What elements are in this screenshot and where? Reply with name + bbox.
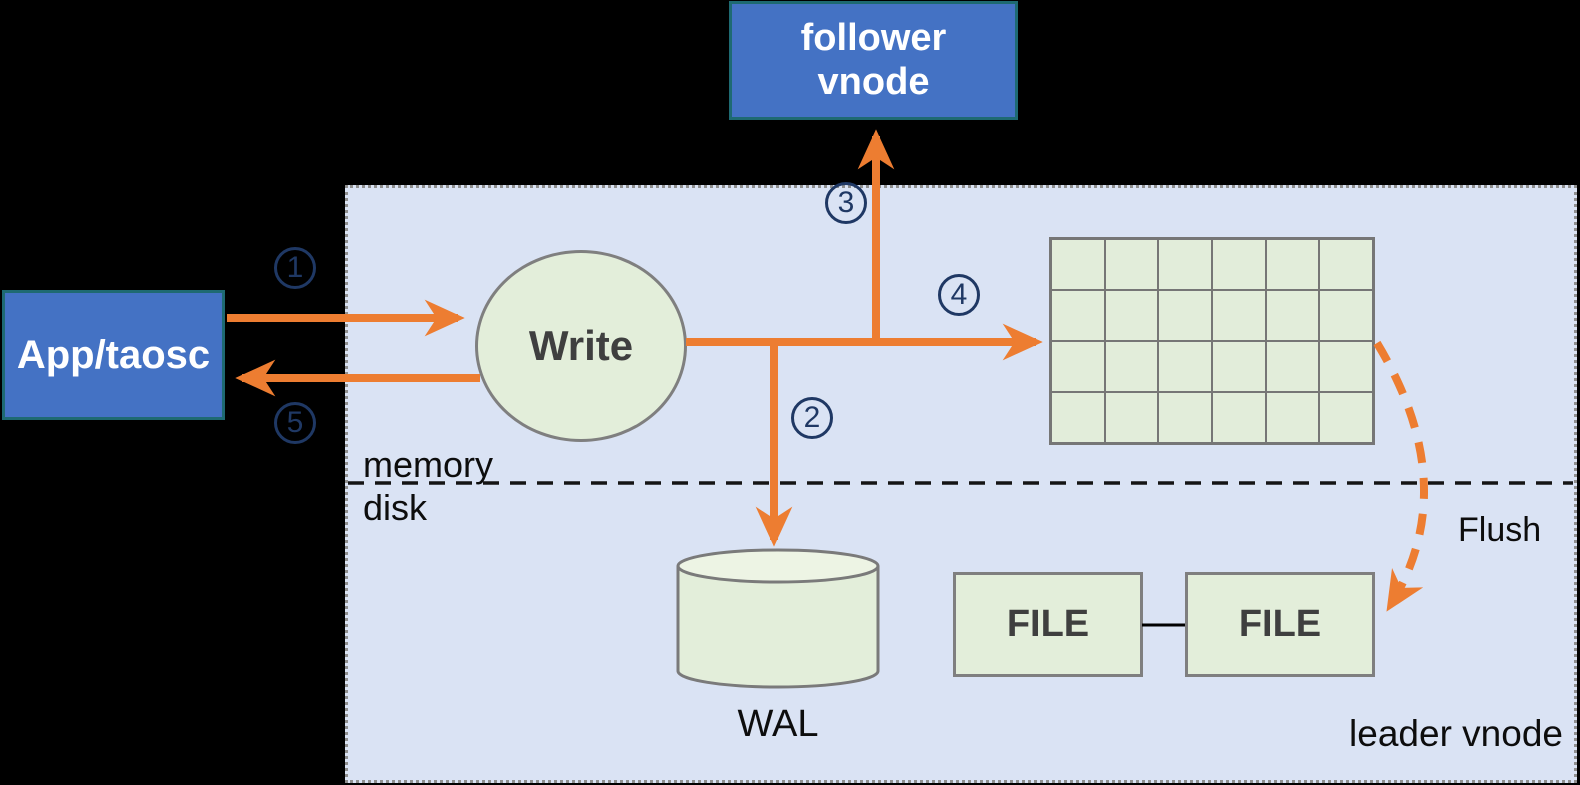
step-badge-5: 5	[274, 402, 316, 444]
write-node: Write	[475, 250, 687, 442]
mem-table-cell	[1105, 240, 1158, 289]
step-2-number: 2	[803, 401, 821, 434]
mem-table-cell	[1052, 240, 1104, 289]
mem-table-cell	[1159, 240, 1211, 289]
disk-zone-label: disk	[363, 487, 428, 528]
mem-table-cell	[1105, 342, 1158, 391]
step-badge-1: 1	[274, 247, 316, 289]
file-2-label: FILE	[1238, 603, 1322, 645]
mem-table-cell	[1105, 291, 1158, 340]
mem-table-cell	[1213, 342, 1265, 391]
step-badge-4: 4	[938, 274, 980, 316]
step-3-number: 3	[837, 186, 855, 219]
step-5-number: 5	[286, 406, 304, 439]
mem-table-cell	[1105, 393, 1158, 442]
mem-table-cell	[1320, 393, 1372, 442]
mem-table-cell	[1213, 291, 1265, 340]
leader-vnode-label: leader vnode	[1349, 713, 1563, 754]
mem-table-cell	[1159, 393, 1211, 442]
mem-table-cell	[1213, 240, 1265, 289]
follower-vnode-label: follower vnode	[800, 16, 947, 103]
flush-label: Flush	[1458, 511, 1542, 549]
mem-table-cell	[1266, 342, 1319, 391]
file-box-2: FILE	[1185, 572, 1375, 677]
mem-table	[1049, 237, 1375, 445]
file-1-label: FILE	[1006, 603, 1090, 645]
mem-table-cell	[1052, 393, 1104, 442]
mem-table-cell	[1266, 240, 1319, 289]
file-box-1: FILE	[953, 572, 1143, 677]
memory-zone-label: memory	[363, 444, 494, 485]
mem-table-cell	[1052, 291, 1104, 340]
wal-label: WAL	[737, 703, 819, 745]
mem-table-cell	[1266, 393, 1319, 442]
mem-table-cell	[1159, 291, 1211, 340]
mem-table-cell	[1052, 342, 1104, 391]
mem-table-cell	[1320, 240, 1372, 289]
write-label: Write	[528, 322, 634, 369]
step-1-number: 1	[286, 251, 304, 284]
step-4-number: 4	[950, 278, 968, 311]
app-taosc-label: App/taosc	[16, 332, 211, 377]
step-badge-2: 2	[791, 397, 833, 439]
app-taosc-node: App/taosc	[2, 290, 225, 420]
mem-table-cell	[1320, 291, 1372, 340]
follower-vnode-node: follower vnode	[729, 1, 1018, 120]
mem-table-cell	[1320, 342, 1372, 391]
mem-table-cell	[1159, 342, 1211, 391]
mem-table-cell	[1266, 291, 1319, 340]
mem-table-cell	[1213, 393, 1265, 442]
step-badge-3: 3	[825, 182, 867, 224]
